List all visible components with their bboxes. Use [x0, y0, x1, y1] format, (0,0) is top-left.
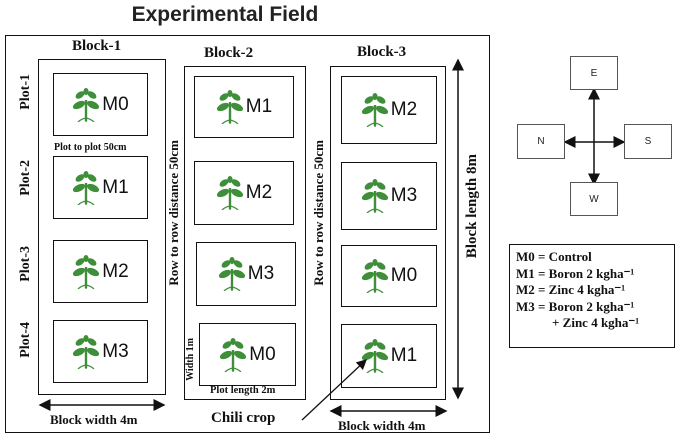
chili-plant-icon	[72, 334, 100, 369]
treatment-label: M3	[247, 263, 275, 284]
plot-b1-1: M0	[53, 73, 148, 136]
compass-east: E	[570, 56, 618, 90]
treatment-label: M1	[245, 96, 273, 117]
plot-b2-2: M2	[194, 161, 294, 225]
legend-item-m3: M3 = Boron 2 kgha⁻¹	[516, 298, 635, 314]
treatment-label: M2	[245, 182, 273, 203]
legend-item-m3-cont: + Zinc 4 kgha⁻¹	[552, 315, 640, 330]
chili-plant-icon	[218, 257, 246, 291]
chili-plant-icon	[72, 170, 100, 205]
treatment-legend: M0 = Control M1 = Boron 2 kgha⁻¹ M2 = Zi…	[509, 244, 675, 348]
plot-b1-4: M3	[53, 320, 148, 383]
chili-plant-icon	[361, 339, 389, 373]
chili-crop-pointer	[301, 359, 367, 421]
treatment-label: M0	[249, 343, 276, 365]
chili-plant-icon	[361, 259, 389, 293]
treatment-label: M0	[102, 93, 129, 115]
compass-west: W	[570, 182, 618, 216]
block-length-annotation: Block length 8m	[464, 154, 480, 259]
treatment-label: M1	[102, 176, 129, 198]
chili-plant-icon	[361, 93, 389, 127]
plot-b2-4: M0	[199, 323, 296, 386]
treatment-label: M1	[390, 345, 418, 366]
chili-plant-icon	[219, 337, 247, 372]
block-width-annotation-1: Block width 4m	[50, 412, 138, 427]
treatment-label: M0	[390, 265, 418, 286]
plot-b2-1: M1	[194, 76, 294, 138]
legend-item-m1: M1 = Boron 2 kgha⁻¹	[516, 265, 635, 281]
treatment-label: M2	[102, 260, 129, 282]
chili-plant-icon	[216, 176, 244, 210]
chili-plant-icon	[72, 254, 100, 289]
legend-item-m0: M0 = Control	[516, 249, 592, 264]
plot-b1-2: M1	[53, 156, 148, 219]
chili-plant-icon	[361, 179, 389, 213]
plot-b3-3: M0	[341, 245, 437, 307]
diagram-title: Experimental Field	[131, 3, 319, 26]
chili-crop-label: Chili crop	[211, 410, 276, 426]
plot-length-annotation: Plot length 2m	[210, 385, 276, 396]
plot-b1-3: M2	[53, 240, 148, 303]
plot-b3-4: M1	[341, 324, 437, 388]
block-label-3: Block-3	[357, 44, 407, 60]
plot-b3-2: M3	[341, 162, 437, 230]
treatment-label: M3	[390, 185, 418, 206]
block-width-annotation-3: Block width 4m	[338, 418, 426, 433]
block-label-2: Block-2	[204, 45, 254, 61]
compass-south: S	[624, 124, 672, 159]
plot-b2-3: M3	[196, 242, 296, 306]
compass-north: N	[517, 124, 565, 159]
treatment-label: M3	[102, 340, 129, 362]
plot-b3-1: M2	[341, 76, 437, 144]
chili-plant-icon	[72, 87, 100, 122]
legend-item-m2: M2 = Zinc 4 kgha⁻¹	[516, 282, 626, 297]
block-label-1: Block-1	[72, 38, 122, 54]
treatment-label: M2	[390, 99, 418, 120]
plot-to-plot-annotation: Plot to plot 50cm	[54, 142, 127, 153]
chili-plant-icon	[216, 90, 244, 124]
